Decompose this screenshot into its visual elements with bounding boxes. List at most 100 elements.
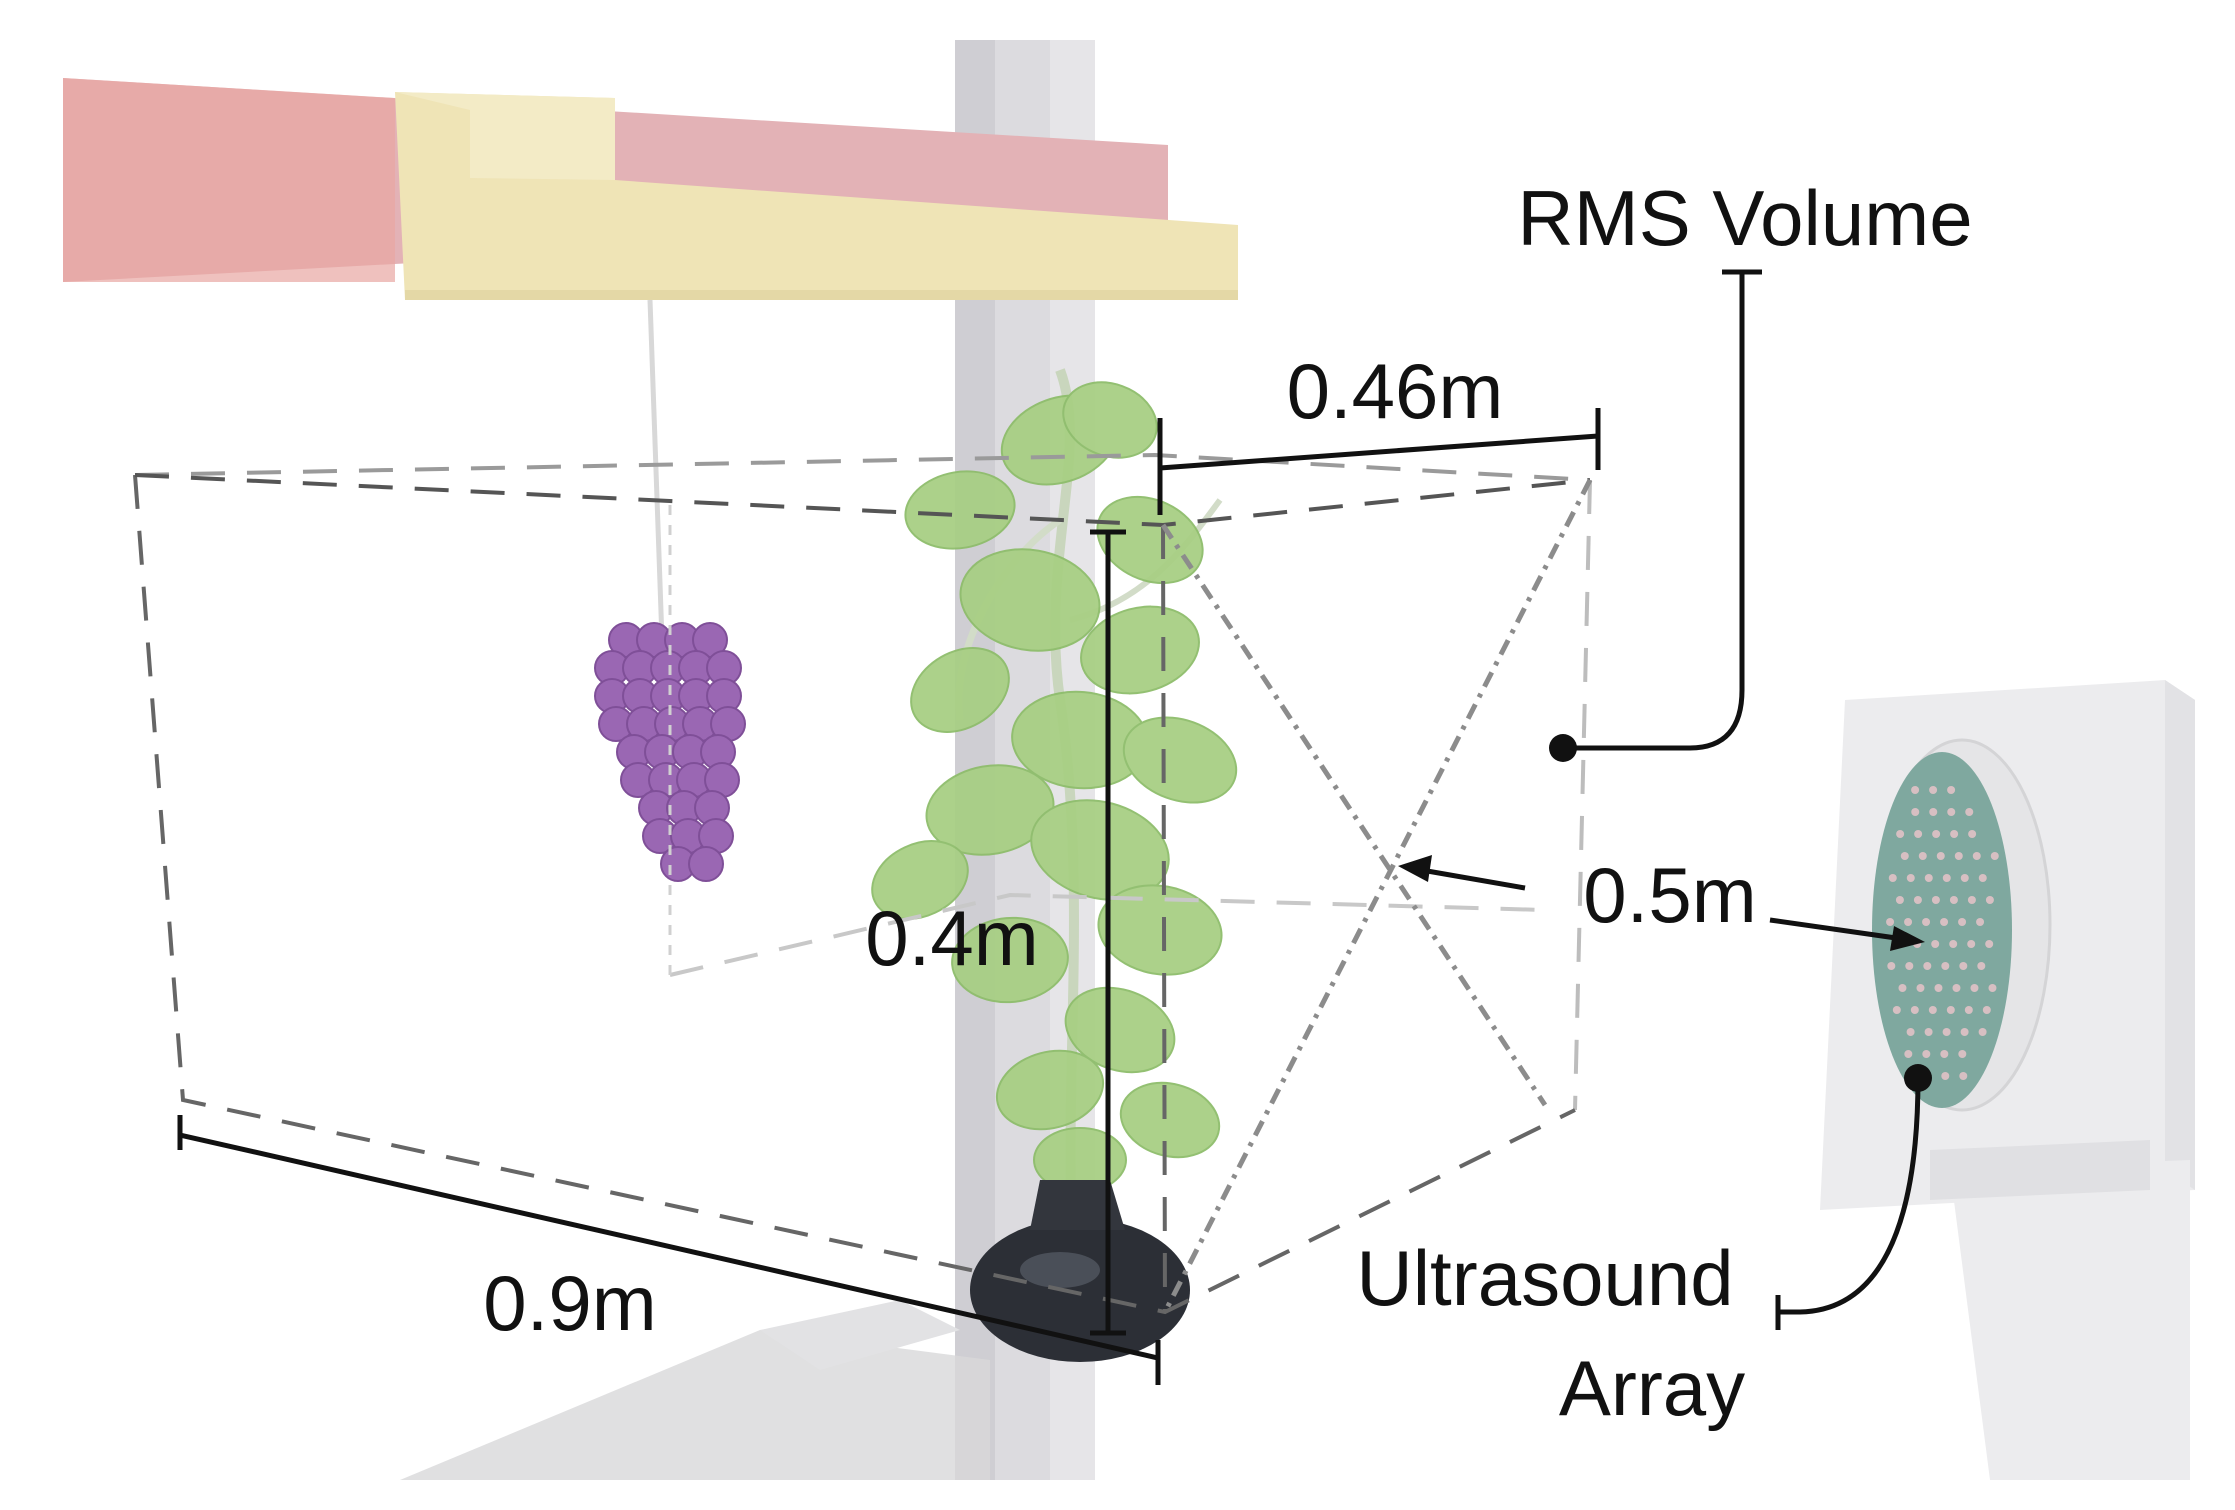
transducer — [1946, 1006, 1955, 1014]
transducer — [1898, 984, 1907, 992]
transducer — [1965, 808, 1974, 816]
transducer — [1940, 1050, 1949, 1058]
transducer — [1888, 874, 1897, 882]
vine-leaf — [1030, 799, 1170, 901]
transducer — [1905, 962, 1914, 970]
arrow-head-left — [1398, 855, 1432, 882]
array-face — [1872, 752, 2012, 1108]
ultrasound-array-device — [1820, 680, 2195, 1480]
transducer — [1958, 918, 1967, 926]
transducer — [1970, 984, 1979, 992]
transducer — [1924, 1028, 1933, 1036]
transducer — [1950, 830, 1959, 838]
ultrasound-label-line2: Array — [1559, 1344, 1745, 1432]
width-label: 0.46m — [1287, 347, 1504, 435]
transducer — [1947, 808, 1956, 816]
transducer — [1952, 984, 1961, 992]
transducer — [1972, 852, 1981, 860]
vine-leaf — [1062, 381, 1158, 459]
transducer — [1967, 896, 1976, 904]
transducer — [1904, 918, 1913, 926]
transducer — [1982, 1006, 1991, 1014]
vine-leaf — [1119, 1081, 1221, 1159]
vine-leaf — [1122, 716, 1238, 804]
transducer — [1978, 1028, 1987, 1036]
transducer — [1886, 918, 1895, 926]
transducer — [1988, 984, 1997, 992]
height-label: 0.4m — [865, 894, 1038, 982]
vine-leaf — [995, 1049, 1105, 1131]
transducer — [1978, 874, 1987, 882]
vine-leaf — [871, 840, 969, 920]
vine-leaf — [904, 470, 1016, 550]
transducer — [1985, 896, 1994, 904]
transducer — [1967, 940, 1976, 948]
transducer — [1949, 896, 1958, 904]
transducer — [1929, 808, 1938, 816]
rms-volume-label: RMS Volume — [1517, 174, 1972, 262]
vine-leaf — [925, 764, 1055, 856]
length-dimension-line — [179, 1132, 1159, 1361]
transducer — [1964, 1006, 1973, 1014]
transducer — [1914, 830, 1923, 838]
transducer — [1929, 786, 1938, 794]
transducer — [1916, 984, 1925, 992]
transducer — [1934, 984, 1943, 992]
grape — [688, 846, 724, 882]
vine-leaf — [910, 647, 1010, 733]
ultrasound-dot — [1904, 1064, 1932, 1092]
vine-leaf — [951, 916, 1069, 1004]
transducer — [1990, 852, 1999, 860]
ultrasound-label-line1: Ultrasound — [1356, 1234, 1733, 1322]
transducer — [1932, 830, 1941, 838]
transducer — [1942, 874, 1951, 882]
transducer — [1959, 1072, 1968, 1080]
transducer — [1918, 852, 1927, 860]
transducer — [1940, 918, 1949, 926]
dimension-annotations — [177, 269, 1921, 1385]
transducer — [1936, 852, 1945, 860]
length-label: 0.9m — [483, 1259, 656, 1347]
grape-vine — [871, 368, 1238, 1362]
transducer — [1959, 962, 1968, 970]
transducer — [1941, 1072, 1950, 1080]
transducer — [1900, 852, 1909, 860]
transducer — [1906, 874, 1915, 882]
transducer — [1910, 1006, 1919, 1014]
annotation-markers — [1398, 734, 1932, 1092]
transducer — [1911, 786, 1920, 794]
ultrasound-leader — [1778, 1077, 1921, 1315]
vine-leaf — [959, 548, 1101, 652]
distance-label: 0.5m — [1583, 851, 1756, 939]
transducer — [1904, 1050, 1913, 1058]
transducer — [1976, 918, 1985, 926]
rms-volume-leader — [1563, 272, 1745, 751]
transducer — [1913, 896, 1922, 904]
transducer — [1906, 1028, 1915, 1036]
transducer — [1931, 896, 1940, 904]
grape-cluster — [594, 299, 746, 882]
transducer — [1960, 1028, 1969, 1036]
distance-arrow-right — [1769, 917, 1911, 943]
transducer — [1923, 962, 1932, 970]
transducer — [1941, 962, 1950, 970]
transducer — [1949, 940, 1958, 948]
frame-structure — [63, 40, 1238, 1480]
transducer — [1895, 896, 1904, 904]
vine-leaf — [1097, 884, 1223, 976]
rms-volume-box — [133, 452, 1593, 1315]
transducer — [1942, 1028, 1951, 1036]
transducer — [1887, 962, 1896, 970]
transducer — [1896, 830, 1905, 838]
transducer — [1947, 786, 1956, 794]
arrow-head-right — [1890, 926, 1925, 951]
transducer — [1892, 1006, 1901, 1014]
rms-volume-dot — [1549, 734, 1577, 762]
transducer — [1958, 1050, 1967, 1058]
transducer — [1922, 918, 1931, 926]
width-dimension-line — [1159, 433, 1599, 471]
transducer — [1954, 852, 1963, 860]
transducer — [1968, 830, 1977, 838]
transducer — [1924, 874, 1933, 882]
